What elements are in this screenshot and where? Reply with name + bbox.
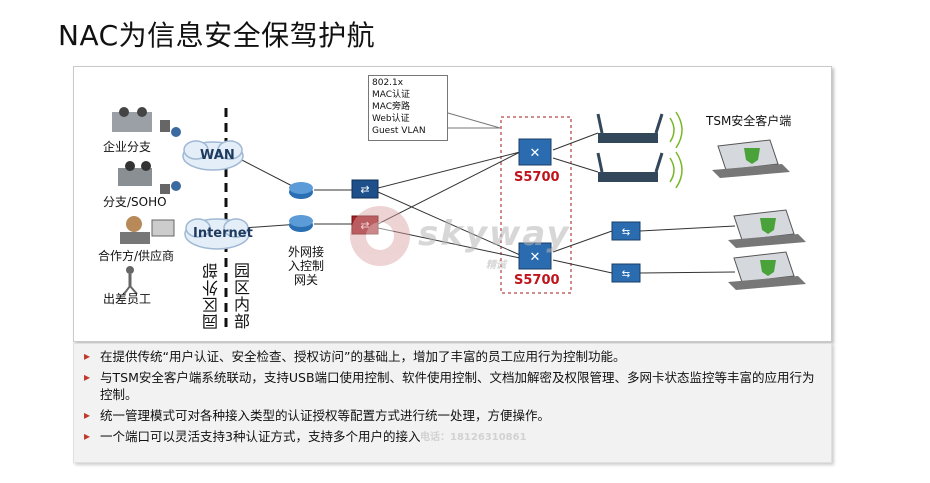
svg-text:⇄: ⇄ — [360, 219, 369, 232]
laptop-wired-top-icon — [728, 209, 806, 248]
svg-text:⇆: ⇆ — [622, 269, 630, 280]
enterprise-branch-icon — [112, 107, 181, 137]
switch-group-box — [500, 116, 572, 294]
bullet-item: 统一管理模式可对各种接入类型的认证授权等配置方式进行统一处理，方便操作。 — [84, 407, 821, 424]
access-switch-top-icon: ⇆ — [611, 221, 641, 241]
svg-text:✕: ✕ — [530, 146, 541, 161]
site-label-soho: 分支/SOHO — [103, 195, 167, 209]
access-point-top-icon — [596, 111, 683, 149]
svg-text:✕: ✕ — [530, 250, 541, 265]
network-diagram-panel — [73, 66, 832, 342]
gateway-label: 外网接 入控制 网关 — [288, 245, 325, 287]
site-label-enterprise-branch: 企业分支 — [103, 140, 152, 154]
callout-pointer — [447, 112, 501, 129]
watermark-subtext: 精诚 — [486, 260, 506, 271]
laptop-wired-bottom-icon — [728, 251, 806, 290]
tsm-client-label: TSM安全客户端 — [706, 114, 792, 128]
gateway-bottom-icon: ⇄ — [351, 215, 379, 235]
svg-text:⇆: ⇆ — [622, 227, 630, 238]
watermark-phone: 电话：18126310861 — [420, 432, 527, 443]
page-title: NAC为信息安全保驾护航 — [58, 19, 376, 52]
access-switch-bottom-icon: ⇆ — [611, 263, 641, 283]
auth-method-item: 802.1x — [372, 78, 404, 88]
auth-method-item: Guest VLAN — [372, 126, 426, 136]
bullet-item: 与TSM安全客户端系统联动，支持USB端口使用控制、软件使用控制、文档加解密及权… — [84, 369, 821, 403]
internet-cloud — [184, 218, 250, 250]
router-bottom-icon — [289, 215, 313, 232]
soho-branch-icon — [118, 161, 181, 194]
wan-cloud-label: WAN — [200, 148, 235, 163]
feature-bullets-panel: 在提供传统“用户认证、安全检查、授权访问”的基础上，增加了丰富的员工应用行为控制… — [73, 343, 832, 463]
connection-lines — [237, 132, 736, 274]
switch-top-label: S5700 — [514, 170, 560, 185]
watermark-text: skyway — [418, 214, 571, 254]
site-label-partner: 合作方/供应商 — [98, 249, 175, 263]
partner-supplier-icon — [120, 216, 175, 244]
wan-cloud — [182, 140, 244, 171]
site-label-traveling-staff: 出差员工 — [103, 292, 152, 306]
auth-method-item: Web认证 — [372, 114, 410, 124]
gateway-top-icon: ⇄ — [351, 179, 379, 199]
bullet-item: 在提供传统“用户认证、安全检查、授权访问”的基础上，增加了丰富的员工应用行为控制… — [84, 348, 821, 365]
internet-cloud-label: Internet — [193, 226, 253, 241]
auth-method-item: MAC旁路 — [372, 102, 411, 112]
watermark-logo — [350, 206, 410, 266]
auth-methods-callout: 802.1x MAC认证 MAC旁路 Web认证 Guest VLAN — [368, 75, 448, 141]
auth-method-item: MAC认证 — [372, 90, 411, 100]
switch-bottom-label: S5700 — [514, 273, 560, 288]
zone-outside-label: 园区外部 — [202, 262, 221, 330]
router-top-icon — [289, 182, 313, 199]
s5700-bottom-icon: ✕ — [518, 242, 552, 270]
s5700-top-icon: ✕ — [518, 138, 552, 166]
laptop-wireless-icon — [712, 139, 790, 178]
svg-text:⇄: ⇄ — [360, 183, 369, 196]
zone-inside-label: 园区内部 — [231, 262, 250, 330]
bullet-item: 一个端口可以灵活支持3种认证方式，支持多个用户的接入 — [84, 428, 821, 445]
access-point-bottom-icon — [596, 151, 683, 189]
traveling-staff-icon — [123, 266, 138, 295]
